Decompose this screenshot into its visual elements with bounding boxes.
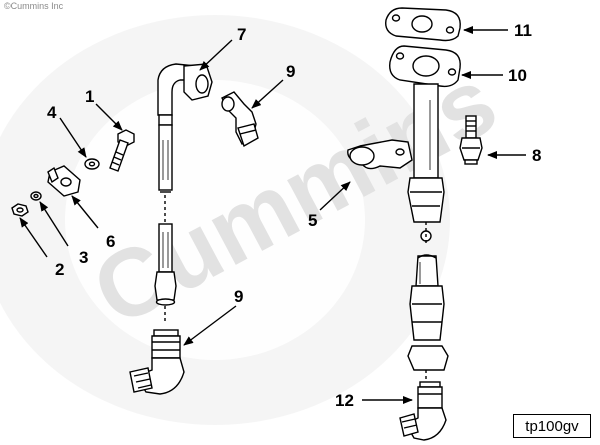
p-clamp-5 xyxy=(347,139,413,170)
nut-2 xyxy=(11,203,29,217)
leader-6 xyxy=(71,195,99,229)
leader-9-upper xyxy=(251,79,284,109)
callout-labels: 1 2 3 4 5 6 7 8 9 9 10 11 12 xyxy=(47,21,541,410)
leader-9-lower xyxy=(183,305,237,346)
copyright-text: ©Cummins Inc xyxy=(4,1,64,11)
callout-11: 11 xyxy=(514,21,532,40)
fitting-8 xyxy=(459,115,483,165)
callout-7: 7 xyxy=(237,25,246,44)
callout-4: 4 xyxy=(47,103,57,122)
washer-3 xyxy=(30,191,42,201)
hose-7 xyxy=(154,63,213,322)
callout-8: 8 xyxy=(532,146,541,165)
callout-5: 5 xyxy=(308,211,317,230)
leader-7 xyxy=(199,39,233,71)
callout-12: 12 xyxy=(335,391,354,410)
leader-5 xyxy=(319,181,351,211)
callout-9-lower: 9 xyxy=(234,287,243,306)
reference-code: tp100gv xyxy=(525,417,579,435)
bolt-part xyxy=(109,129,135,172)
leader-2 xyxy=(19,217,48,258)
leader-lines xyxy=(19,26,526,404)
leader-4 xyxy=(59,117,87,158)
callout-2: 2 xyxy=(55,260,64,279)
gasket-11 xyxy=(385,7,461,42)
leader-3 xyxy=(39,201,69,247)
leader-1 xyxy=(95,103,123,131)
callout-3: 3 xyxy=(79,248,88,267)
callout-9-upper: 9 xyxy=(286,62,295,81)
callout-6: 6 xyxy=(106,232,115,251)
callout-10: 10 xyxy=(508,66,527,85)
washer-4 xyxy=(84,158,100,170)
callout-1: 1 xyxy=(85,87,94,106)
tube-10 xyxy=(389,45,461,380)
elbow-12 xyxy=(399,381,447,441)
elbow-9-upper xyxy=(221,91,259,148)
clamp-6 xyxy=(47,165,81,197)
elbow-9-lower xyxy=(129,329,185,395)
reference-code-box: tp100gv xyxy=(513,414,591,438)
